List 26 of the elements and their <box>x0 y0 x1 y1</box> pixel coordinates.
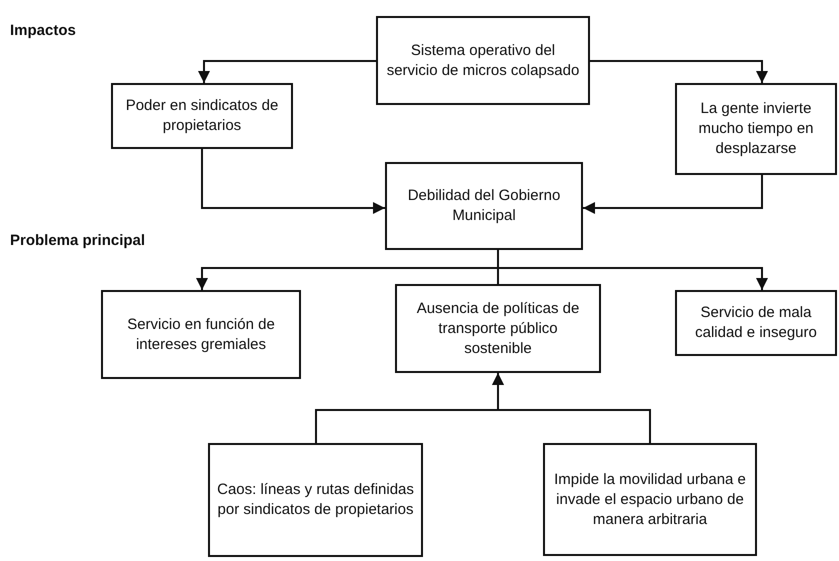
arrow <box>583 175 763 214</box>
box-text: Caos: líneas y rutas definidas por sindicatos de propietarios <box>216 480 415 520</box>
section-heading: Impactos <box>10 22 76 39</box>
box-text: Poder en sindicatos de propietarios <box>124 96 280 136</box>
process-box <box>111 83 293 149</box>
box-text: Debilidad del Gobierno Municipal <box>406 186 562 226</box>
arrow <box>492 373 651 443</box>
arrow <box>198 60 376 83</box>
section-heading: Problema principal <box>10 232 146 249</box>
process-box <box>208 443 423 557</box>
process-box <box>376 16 590 105</box>
box-text: Impide la movilidad urbana e invade el espacio urbano de manera arbitraria <box>553 470 747 530</box>
process-box <box>395 284 601 373</box>
process-box <box>543 443 757 556</box>
arrow <box>590 60 768 83</box>
box-text: Ausencia de políticas de transporte público sostenible <box>416 298 580 358</box>
process-box <box>675 290 837 356</box>
process-box <box>675 83 837 175</box>
box-text: Sistema operativo del servicio de micros colapsado <box>386 40 580 80</box>
process-box <box>101 290 301 379</box>
box-text: Servicio de mala calidad e inseguro <box>694 303 818 343</box>
process-box <box>385 162 583 250</box>
box-text: La gente invierte mucho tiempo en desplazarse <box>697 99 815 159</box>
box-text: Servicio en función de intereses gremiales <box>126 314 276 354</box>
arrow <box>497 250 768 290</box>
arrow <box>201 149 385 214</box>
